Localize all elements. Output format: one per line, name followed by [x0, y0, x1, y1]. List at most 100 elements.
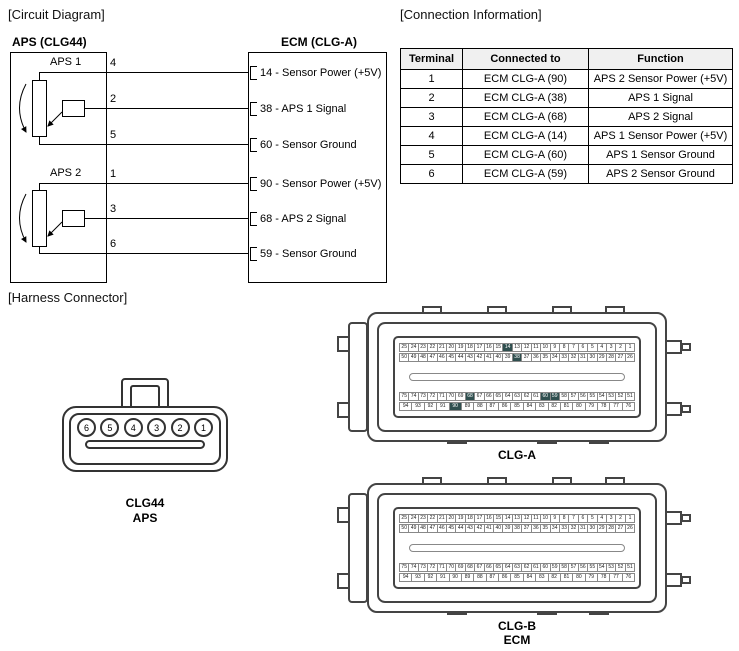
clg44-pin-1: 1 — [193, 418, 213, 437]
pin-cell-90: 90 — [448, 402, 462, 411]
pin-cell-87: 87 — [485, 573, 499, 582]
pin-cell-83: 83 — [535, 402, 549, 411]
connector-center-slot — [409, 544, 625, 552]
pin-cell-94: 94 — [399, 402, 413, 411]
harness-connector-section-label: [Harness Connector] — [8, 290, 128, 305]
function-cell: APS 2 Sensor Ground — [588, 164, 733, 184]
pin-cell-82: 82 — [547, 573, 561, 582]
clg44-pin-row: 6 5 4 3 2 1 — [77, 418, 213, 437]
connected-to-cell: ECM CLG-A (60) — [462, 145, 589, 165]
ecm-pin-entry: 38 - APS 1 Signal — [250, 101, 346, 116]
pin-cell-89: 89 — [460, 402, 475, 411]
pin-cell-77: 77 — [609, 402, 623, 411]
pin-cell-78: 78 — [597, 573, 611, 582]
aps-pin-number: 1 — [110, 168, 117, 180]
clg44-body-inner: 6 5 4 3 2 1 — [69, 413, 221, 465]
aps1-sensor-label: APS 1 — [50, 56, 82, 68]
function-cell: APS 2 Signal — [588, 107, 733, 127]
pin-cell-76: 76 — [621, 402, 636, 411]
function-cell: APS 1 Sensor Power (+5V) — [588, 126, 733, 146]
aps-pin-number: 3 — [110, 203, 117, 215]
pin-terminal-icon — [250, 101, 257, 116]
clg44-lower-slot — [85, 440, 205, 449]
pin-cell-26: 26 — [624, 524, 636, 533]
terminal-cell: 5 — [400, 145, 463, 165]
clg44-pin-4: 4 — [123, 418, 143, 437]
terminal-cell: 6 — [400, 164, 463, 184]
clga-label: CLG-A — [498, 448, 536, 462]
aps2-resistor — [32, 190, 47, 247]
pin-cell-88: 88 — [473, 402, 487, 411]
bolt — [665, 402, 682, 416]
terminal-cell: 2 — [400, 88, 463, 108]
pin-cell-80: 80 — [572, 402, 586, 411]
pin-cell-85: 85 — [510, 573, 524, 582]
side-bracket — [348, 322, 368, 432]
pin-cell-78: 78 — [597, 402, 611, 411]
aps-box — [10, 52, 107, 283]
ecm-pin-entry: 90 - Sensor Power (+5V) — [250, 176, 381, 191]
ecm-pin-entry: 60 - Sensor Ground — [250, 137, 357, 152]
pin-cell-90: 90 — [448, 573, 462, 582]
connection-information-section-label: [Connection Information] — [400, 7, 542, 22]
pin-cell-1: 1 — [624, 514, 636, 523]
pin-terminal-icon — [250, 246, 257, 261]
circuit-diagram-graphics — [10, 52, 387, 283]
bolt — [665, 511, 682, 525]
pin-cell-87: 87 — [485, 402, 499, 411]
aps-pin-number: 4 — [110, 57, 117, 69]
pin-cell-89: 89 — [460, 573, 475, 582]
pin-cell-94: 94 — [399, 573, 413, 582]
pin-cell-88: 88 — [473, 573, 487, 582]
pin-cell-84: 84 — [522, 573, 537, 582]
ecm-pin-label: 38 - APS 1 Signal — [260, 102, 347, 115]
function-cell: APS 1 Signal — [588, 88, 733, 108]
pin-terminal-icon — [250, 65, 257, 80]
aps2-wiper-arrow — [47, 221, 63, 237]
pin-cell-91: 91 — [436, 573, 450, 582]
connector-center-slot — [409, 373, 625, 381]
connected-to-cell: ECM CLG-A (59) — [462, 164, 589, 184]
ecm-pin-label: 59 - Sensor Ground — [260, 247, 357, 260]
aps-pin-number: 6 — [110, 238, 117, 250]
clgb-label-type: ECM — [503, 633, 531, 647]
ecm-pin-label: 68 - APS 2 Signal — [260, 212, 347, 225]
aps2-sensor-label: APS 2 — [50, 167, 82, 179]
pin-cell-51: 51 — [624, 563, 636, 572]
clg44-pin-5: 5 — [100, 418, 120, 437]
pin-cell-91: 91 — [436, 402, 450, 411]
clgb-label: CLG-B — [498, 619, 536, 633]
aps-pin-number: 5 — [110, 129, 117, 141]
bolt-tip — [681, 514, 691, 522]
pin-cell-26: 26 — [624, 353, 636, 362]
clg44-label-name: CLG44 — [125, 496, 165, 510]
clg44-pin-6: 6 — [77, 418, 96, 437]
connected-to-cell: ECM CLG-A (90) — [462, 69, 589, 89]
table-header-connected-to: Connected to — [462, 48, 589, 70]
bolt — [665, 573, 682, 587]
pin-cell-83: 83 — [535, 573, 549, 582]
pin-cell-79: 79 — [584, 573, 598, 582]
pin-cell-86: 86 — [498, 402, 512, 411]
aps-pin-number: 2 — [110, 93, 117, 105]
pin-cell-86: 86 — [498, 573, 512, 582]
connected-to-cell: ECM CLG-A (14) — [462, 126, 589, 146]
pin-cell-93: 93 — [411, 402, 425, 411]
clg44-pin-3: 3 — [147, 418, 167, 437]
connected-to-cell: ECM CLG-A (68) — [462, 107, 589, 127]
aps1-rotation-arrow — [19, 83, 27, 133]
bolt-tip — [681, 343, 691, 351]
ecm-pin-label: 14 - Sensor Power (+5V) — [260, 66, 382, 79]
